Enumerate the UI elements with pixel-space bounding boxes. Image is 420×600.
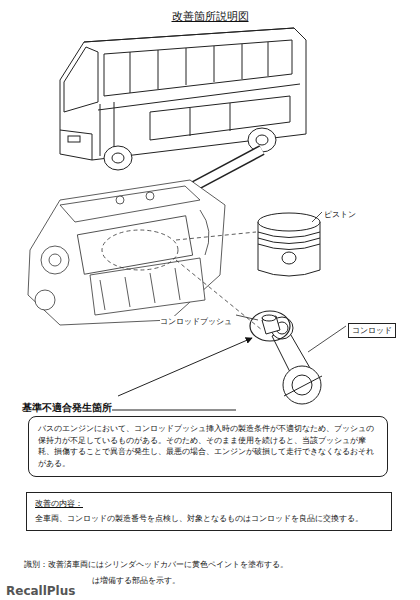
explanation-box: バスのエンジンにおいて、コンロッドブッシュ挿入時の製造条件が不適切なため、ブッシ… <box>28 416 388 477</box>
watermark: RecallPlus <box>6 584 75 598</box>
label-anchor: コンロッドブッシュ <box>160 309 232 328</box>
part-name: コンロッドブッシュ <box>160 316 232 327</box>
part-name: ピストン <box>324 209 356 220</box>
leader-line <box>236 212 346 352</box>
box-body: バスのエンジンにおいて、コンロッドブッシュ挿入時の製造条件が不適切なため、ブッシ… <box>38 423 378 470</box>
label-anchor: 基準不適合発生箇所 <box>22 396 112 415</box>
part-name: コンロッド <box>348 323 396 338</box>
note: 識別：改善済車両にはシリンダヘッドカバーに黄色ペイントを塗布する。 <box>24 560 288 570</box>
label-anchor: は増備する部品を示す。 <box>92 568 180 587</box>
remedy-box: 改善の内容： 全車両、コンロッドの製造番号を点検し、対象となるものはコンロッドを良… <box>26 492 392 531</box>
bus-drawing <box>60 28 306 170</box>
note: は増備する部品を示す。 <box>92 576 180 586</box>
piston-drawing <box>258 213 320 276</box>
title-anchor: 改善箇所説明図 <box>0 5 420 24</box>
callout-arrow <box>118 338 252 396</box>
label-anchor: コンロッド <box>348 318 396 338</box>
box-heading: 改善の内容： <box>35 498 383 510</box>
page-title: 改善箇所説明図 <box>172 10 249 23</box>
label-anchor: RecallPlus <box>6 580 75 599</box>
label-anchor: ピストン <box>324 202 356 221</box>
box-body: 全車両、コンロッドの製造番号を点検し、対象となるものはコンロッドを良品に交換する… <box>35 513 383 525</box>
bush-drawing <box>250 311 290 341</box>
engine-drawing <box>28 180 225 325</box>
section-heading: 基準不適合発生箇所 <box>22 401 112 415</box>
label-anchor: 識別：改善済車両にはシリンダヘッドカバーに黄色ペイントを塗布する。 <box>24 552 288 571</box>
